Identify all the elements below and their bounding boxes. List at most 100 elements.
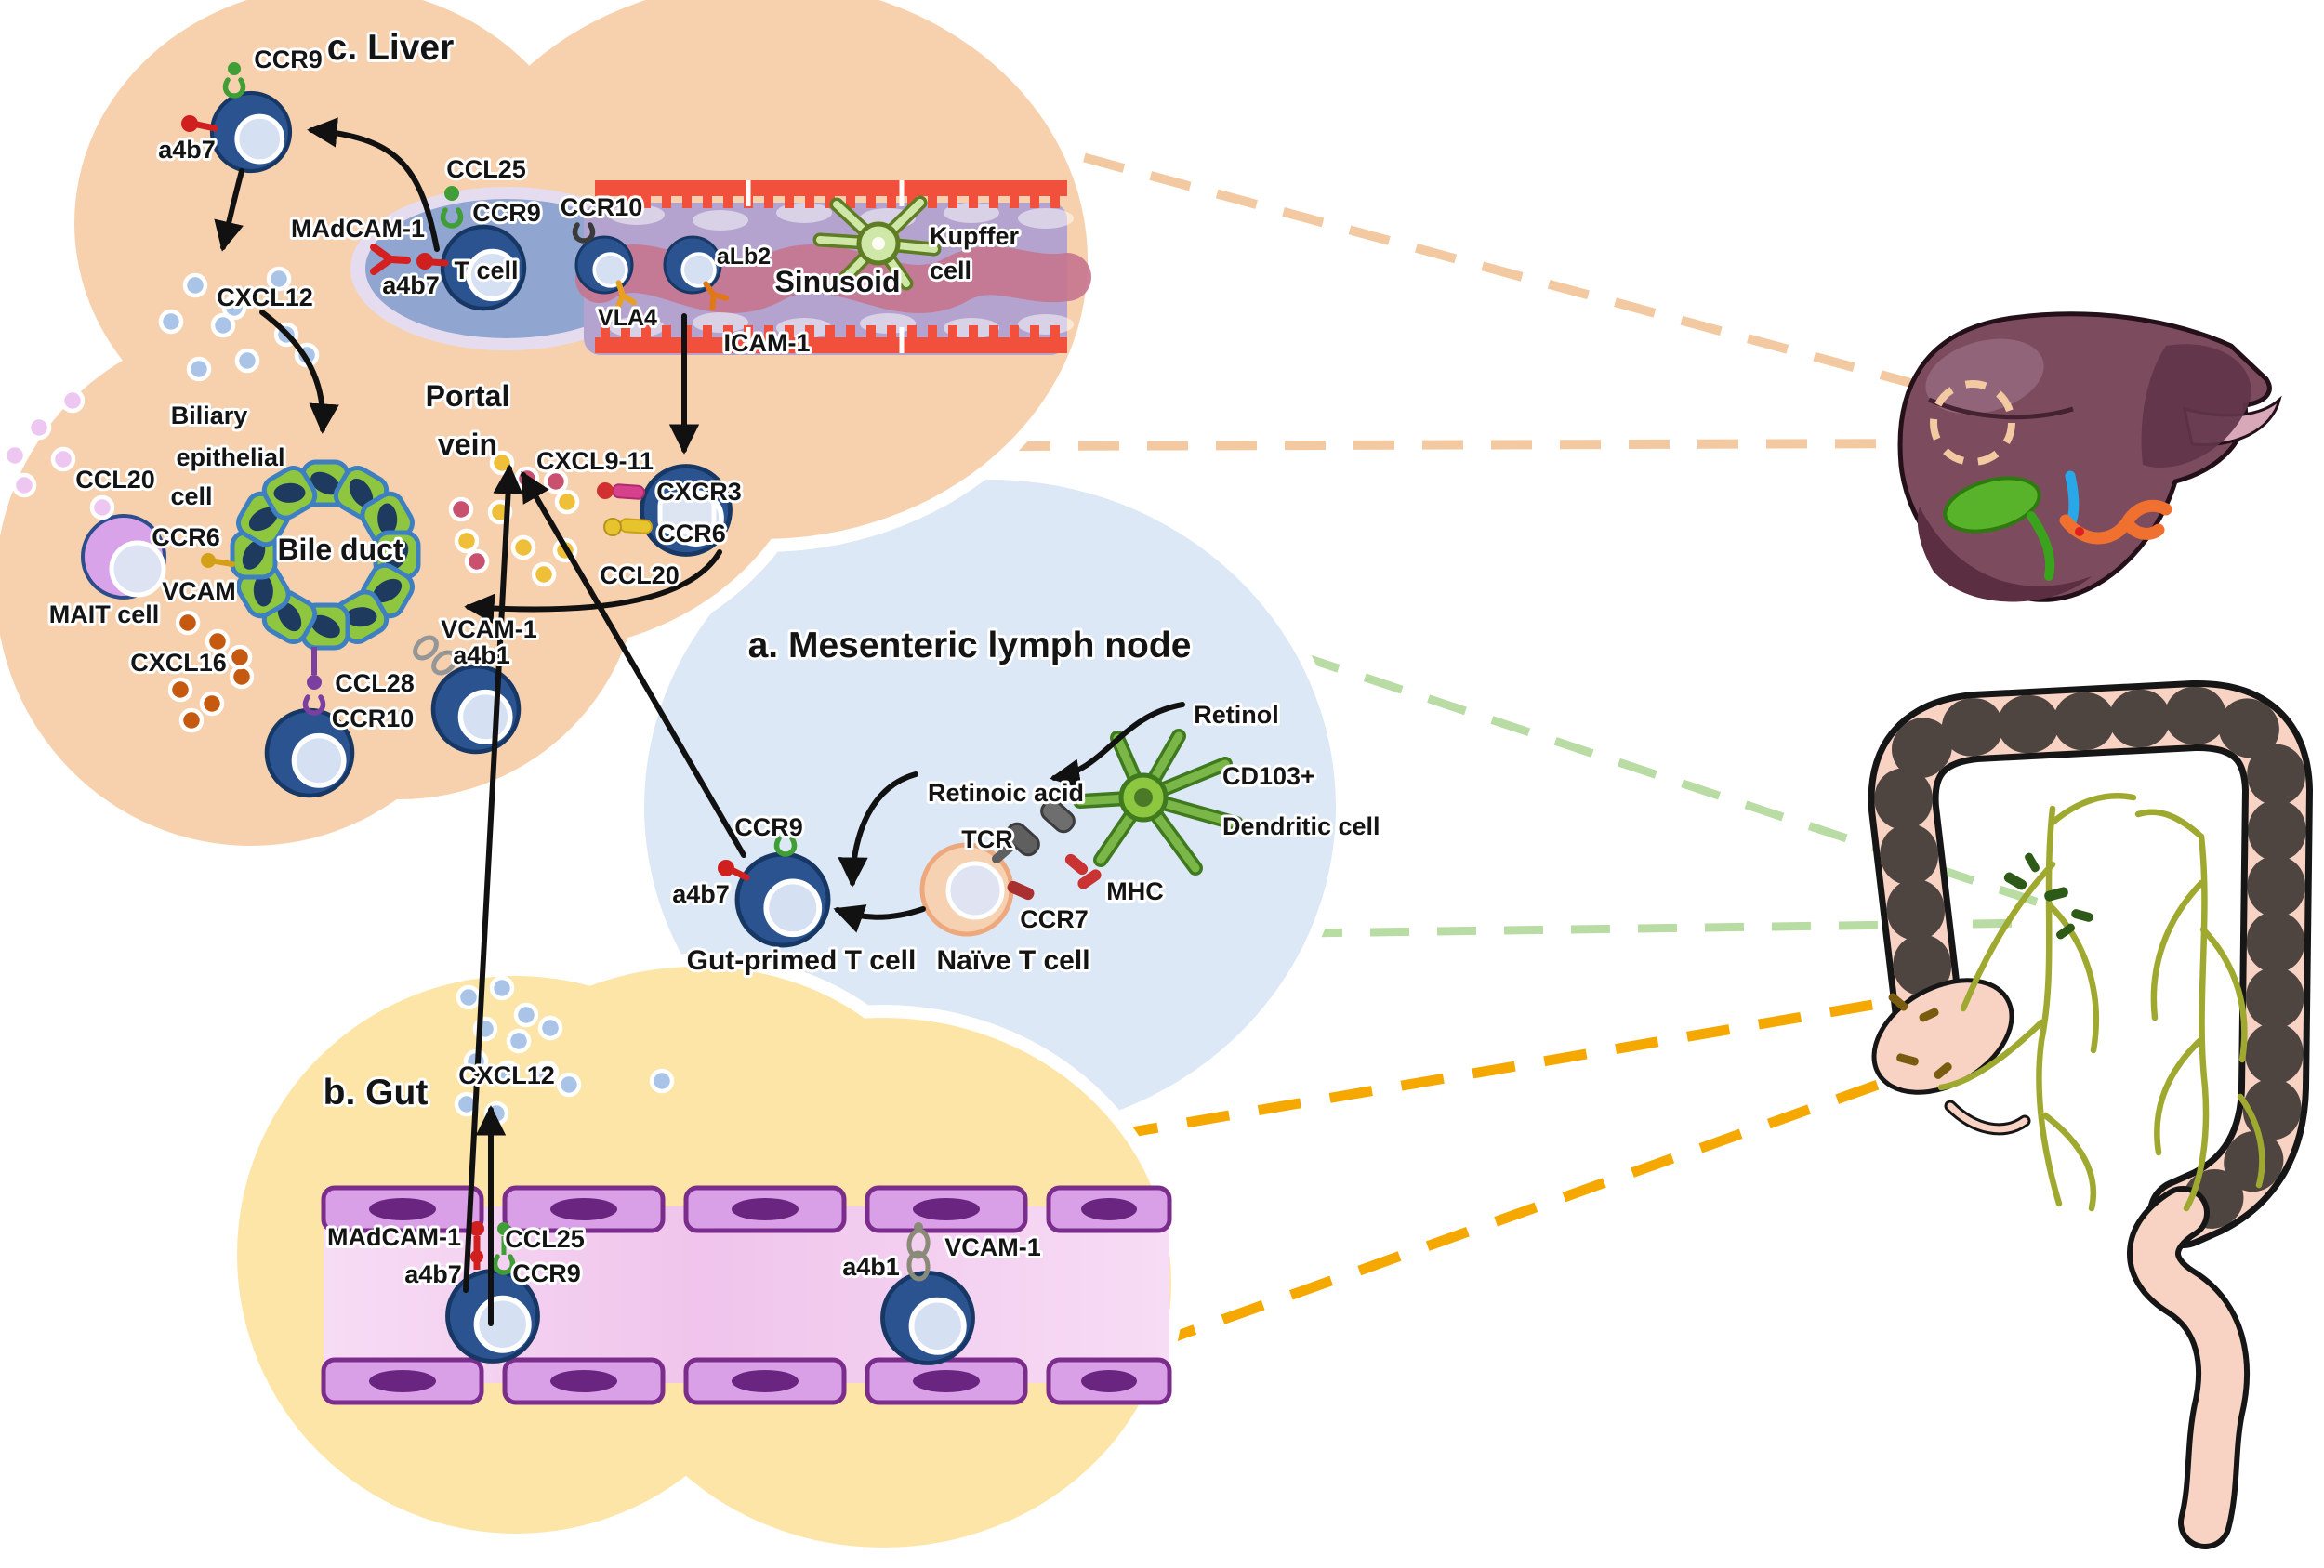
a4b7-gut-label: a4b7 <box>404 1260 462 1288</box>
tcr-icon <box>992 798 1076 863</box>
a4b7-ball-top <box>181 115 198 132</box>
arrow-naive-to-gut-primed <box>833 904 926 933</box>
retinoic-acid-label: Retinoic acid <box>928 779 1084 807</box>
liver-link-upper <box>1016 135 1940 395</box>
icam1-endothelium-bottom <box>595 325 1067 353</box>
gut-receptors <box>469 1221 931 1282</box>
kupffer-label-1: Kupffer <box>930 222 1019 250</box>
vcam1-liver-label: VCAM-1 <box>441 615 537 643</box>
icam1-label: ICAM-1 <box>724 329 811 357</box>
cd103-label-1: CD103+ <box>1222 762 1315 790</box>
cd103-label-2: Dendritic cell <box>1222 812 1380 840</box>
vcam-icon <box>201 553 216 568</box>
sinusoid-label: Sinusoid <box>774 265 900 298</box>
ccr6-receptor-icon <box>619 518 653 534</box>
ccr6-cxcr3-label: CCR6 <box>657 520 726 547</box>
a4b7-sinusoid-label: a4b7 <box>382 271 440 299</box>
liver-lower-shadow <box>1917 507 2092 602</box>
portal-vein-label-1: Portal <box>426 379 510 413</box>
mhc-label: MHC <box>1106 877 1164 905</box>
liver-highlight <box>1925 338 2044 415</box>
arrow-retinol <box>1050 702 1185 789</box>
madcam1-icon <box>370 244 411 275</box>
kupffer-cell <box>812 195 942 291</box>
liver-right-lobe <box>2141 344 2251 468</box>
a4b1-gut-label: a4b1 <box>842 1253 900 1281</box>
a4b7-ball-sinusoid <box>416 253 433 270</box>
gallbladder <box>1943 476 2041 534</box>
ccl20-label: CCL20 <box>75 466 155 494</box>
ccr6-mait-label: CCR6 <box>152 523 220 551</box>
arrow-cxcl12-to-bile-duct <box>259 310 339 434</box>
cxcl12-liver-label: CXCL12 <box>217 283 313 311</box>
cxcl9-11-label: CXCL9-11 <box>536 447 654 475</box>
cxcr3-cell-nucleus <box>657 492 717 534</box>
ccr9-sinusoid-label: CCR9 <box>472 199 541 227</box>
ccl25-label: CCL25 <box>446 155 526 183</box>
ccr9-top-label: CCR9 <box>254 46 323 73</box>
vcam-label: VCAM <box>162 577 236 605</box>
hepatic-artery <box>2065 470 2080 528</box>
t-cell-liver-top <box>212 93 290 171</box>
a4b1-liver-label: a4b1 <box>453 641 510 669</box>
mln-title: a. Mesenteric lymph node <box>748 626 1192 665</box>
ccr10-sinusoid-label: CCR10 <box>561 193 643 221</box>
intestine-illustration <box>1868 680 2313 1549</box>
cxcl12-gut-label: CXCL12 <box>458 1061 555 1089</box>
t-cell-sinusoid-alb2 <box>663 235 722 295</box>
liver-fissure <box>1927 397 2074 420</box>
gut-link-lower <box>1153 1061 1929 1350</box>
liver-title: c. Liver <box>327 28 455 68</box>
naive-t-cell <box>919 842 1014 937</box>
cecal-patches <box>1888 993 1952 1079</box>
retinol-label: Retinol <box>1194 701 1279 729</box>
cxcl16-label: CXCL16 <box>130 649 227 677</box>
a4b7-ball-mln <box>718 860 734 876</box>
comb-dividers <box>746 180 905 353</box>
biliary-label-2: epithelial <box>176 443 284 471</box>
kupffer-label-2: cell <box>930 257 971 284</box>
naive-label: Naïve T cell <box>936 945 1089 976</box>
mhc-icon <box>1064 853 1102 889</box>
arrow-retinoic-acid <box>838 771 918 888</box>
mait-cell <box>81 514 166 600</box>
mesenteric-lymphatics <box>1937 793 2265 1212</box>
portal-vein-label-2: vein <box>438 428 497 461</box>
ccr9-gut-label: CCR9 <box>512 1259 581 1287</box>
gut-title: b. Gut <box>324 1073 429 1113</box>
ccl28-ball <box>307 675 322 690</box>
tcr-label: TCR <box>961 825 1013 853</box>
a4b7-mln-label: a4b7 <box>672 880 730 908</box>
arrow-cell-to-cxcl12 <box>214 168 244 252</box>
ccr9-ball-top <box>228 62 241 75</box>
appendix <box>1947 1102 2028 1133</box>
colon-frame <box>1868 680 2313 1248</box>
arrow-sinusoid-to-liver-cell <box>307 117 440 252</box>
a4b7-madcam1-bond <box>469 1221 484 1236</box>
labels: c. Liver CCR9 a4b7 CCL25 MAdCAM-1 CCR9 C… <box>46 25 1383 1291</box>
t-cell-label: T cell <box>454 257 518 284</box>
a4b1-vcam1-chain-gut <box>906 1222 931 1282</box>
ccl20-2-label: CCL20 <box>600 561 680 589</box>
rectum <box>2127 1186 2250 1549</box>
vla4-label: VLA4 <box>598 305 657 331</box>
bile-duct-label: Bile duct <box>277 533 403 566</box>
ccl28-label: CCL28 <box>335 669 415 697</box>
liver-focus-dashed-circle <box>1930 380 2015 466</box>
arrow-gut-to-portal-vein <box>463 464 523 1293</box>
arrow-ccl20 <box>464 549 722 624</box>
ccr7-receptor-icon <box>1007 880 1035 901</box>
liver-link-lower <box>1009 439 1940 451</box>
ccl25-ball <box>444 186 459 201</box>
gut-primed-t-cell <box>737 854 828 945</box>
t-cell-sinusoid-ccr10 <box>574 235 634 295</box>
mait-cell-label: MAIT cell <box>49 600 160 628</box>
ccl25-gut-label: CCL25 <box>505 1225 585 1253</box>
gut-region-blob <box>224 954 1184 1561</box>
ccr10-bile-label: CCR10 <box>332 705 415 732</box>
ccr9-mln-label: CCR9 <box>734 813 803 841</box>
dendritic-cell <box>1073 729 1244 876</box>
gut-primed-label: Gut-primed T cell <box>687 945 917 976</box>
